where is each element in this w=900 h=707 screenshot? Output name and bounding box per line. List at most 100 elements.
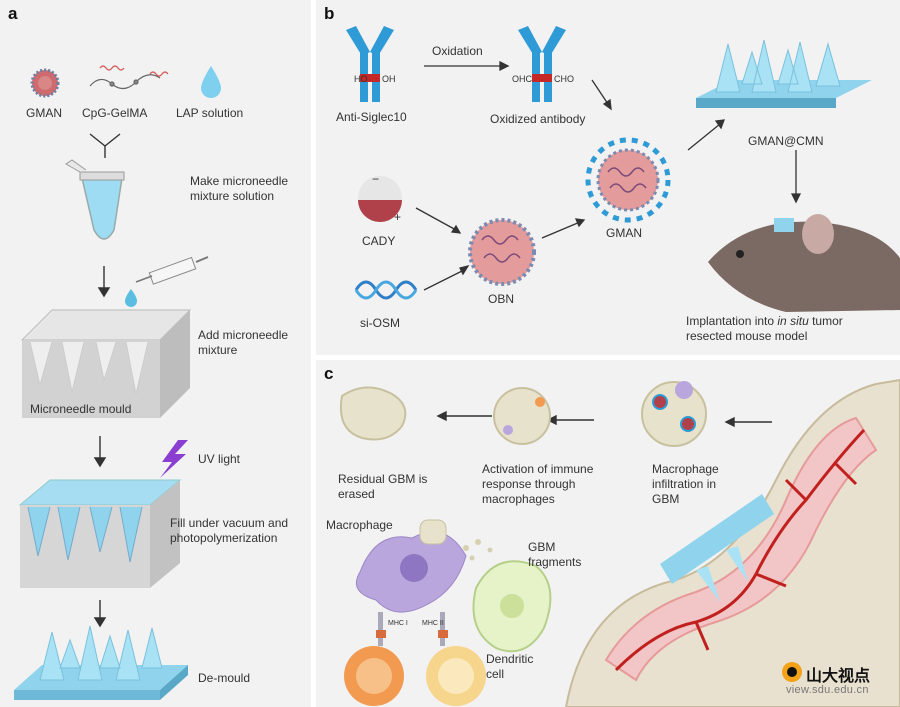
oxidized-antibody-label: Oxidized antibody xyxy=(490,112,586,126)
panel-c-graphics xyxy=(340,378,900,707)
implantation-line-2: resected mouse model xyxy=(686,329,808,343)
watermark-logo-icon xyxy=(782,662,802,682)
dendritic-cell-label: Dendritic cell xyxy=(486,652,533,682)
mhc-receptor-icon xyxy=(376,612,448,646)
t-cell-orange-icon xyxy=(344,646,404,706)
filled-mould-icon xyxy=(18,479,182,588)
arrow-icon xyxy=(541,218,586,239)
gbm-fragments-label: GBM fragments xyxy=(528,540,581,570)
tumor-region-icon xyxy=(604,416,878,682)
arrow-down-icon xyxy=(591,79,612,111)
arrow-left-icon xyxy=(436,410,772,428)
step-make-line-1: Make microneedle xyxy=(190,174,289,188)
cho-label: CHO xyxy=(554,74,574,84)
panel-b: b Oxidation HO OH OHC CHO Anti-Siglec10 … xyxy=(316,0,900,355)
macrophage-icon xyxy=(356,531,467,613)
residual-line-2: erased xyxy=(338,487,375,501)
si-osm-icon xyxy=(354,280,418,300)
microneedle-mould-label: Microneedle mould xyxy=(30,402,132,416)
arrow-down-icon xyxy=(93,600,107,628)
tumor-text: tumor xyxy=(808,314,843,328)
activation-label: Activation of immune response through ma… xyxy=(482,462,593,507)
activation-line-1: Activation of immune xyxy=(482,462,594,476)
plus-sign: + xyxy=(394,210,402,224)
cpg-gelma-icon xyxy=(89,65,169,90)
mhc2-label: MHC II xyxy=(422,620,444,627)
lap-solution-label: LAP solution xyxy=(176,106,244,120)
residual-line-1: Residual GBM is xyxy=(338,472,428,486)
arrow-down-icon xyxy=(97,266,111,298)
step-make-mixture-label: Make microneedle mixture solution xyxy=(190,174,288,204)
fragments-line-1: GBM xyxy=(528,540,556,554)
macrophage-label: Macrophage xyxy=(326,518,393,532)
infiltration-label: Macrophage infiltration in GBM xyxy=(652,462,719,507)
residual-gbm-icon xyxy=(340,386,407,441)
panel-c: c Residual GBM is erased Activation of i… xyxy=(316,360,900,707)
anti-siglec10-label: Anti-Siglec10 xyxy=(336,110,407,124)
gman-cmn-patch-icon xyxy=(696,39,872,108)
implantation-text: Implantation into xyxy=(686,314,778,328)
uv-light-icon xyxy=(160,440,188,478)
obn-particle-icon xyxy=(468,218,536,286)
panel-b-graphics xyxy=(346,26,900,312)
dendritic-line-1: Dendritic xyxy=(486,652,534,666)
infiltration-line-1: Macrophage xyxy=(652,462,719,476)
fragments-line-2: fragments xyxy=(528,555,582,569)
cpg-gelma-label: CpG-GelMA xyxy=(82,106,148,120)
panel-a-graphics xyxy=(14,65,221,700)
minus-sign: − xyxy=(372,172,380,186)
oxidation-label: Oxidation xyxy=(432,44,483,58)
oxidized-antibody-icon xyxy=(518,26,566,102)
ohc-label: OHC xyxy=(512,74,532,84)
fragment-dots-icon xyxy=(463,539,493,561)
step-add-line-2: mixture xyxy=(198,343,238,357)
si-osm-label: si-OSM xyxy=(360,316,400,330)
watermark-url: view.sdu.edu.cn xyxy=(786,684,869,696)
microneedle-mould-icon xyxy=(20,309,192,418)
gbm-fragment-icon xyxy=(419,519,447,545)
arrow-down-icon xyxy=(790,150,802,204)
t-cell-yellow-icon xyxy=(426,646,486,706)
uv-light-label: UV light xyxy=(198,452,241,466)
arrow-down-icon xyxy=(93,436,107,468)
arrow-icon xyxy=(415,207,470,291)
arrow-icon xyxy=(687,119,725,151)
oh-label: OH xyxy=(382,74,396,84)
infiltration-line-3: GBM xyxy=(652,492,680,506)
panel-c-label: c xyxy=(324,364,334,383)
arrow-right-icon xyxy=(424,60,510,72)
dendritic-line-2: cell xyxy=(486,667,505,681)
antibody-icon xyxy=(346,26,394,102)
activation-line-3: macrophages xyxy=(482,492,555,506)
blood-vessel-icon xyxy=(614,428,866,672)
watermark-text: 山大视点 xyxy=(806,668,871,685)
mhc1-label: MHC I xyxy=(388,620,408,627)
panel-b-label: b xyxy=(324,4,335,23)
ho-label: HO xyxy=(354,74,368,84)
microneedle-patch-icon xyxy=(14,625,188,700)
lap-drop-icon xyxy=(201,66,221,98)
gman-cmn-label: GMAN@CMN xyxy=(748,134,824,148)
step-fill-line-1: Fill under vacuum and xyxy=(170,516,289,530)
microtube-icon xyxy=(65,159,125,240)
gman-particle-icon xyxy=(30,68,60,98)
obn-label: OBN xyxy=(488,292,515,306)
step-fill-label: Fill under vacuum and photopolymerizatio… xyxy=(170,516,288,546)
cady-label: CADY xyxy=(362,234,396,248)
gman-particle-icon xyxy=(585,137,671,223)
dendritic-cell-icon xyxy=(472,560,552,653)
activation-line-2: response through xyxy=(482,477,576,491)
step-fill-line-2: photopolymerization xyxy=(170,531,278,545)
panel-a: a GMAN CpG-GelMA LAP solution Make micro… xyxy=(0,0,311,707)
syringe-icon xyxy=(135,256,209,285)
macrophage-infiltration-icon xyxy=(641,381,707,447)
in-situ-text: in situ xyxy=(777,314,809,328)
infiltration-line-2: infiltration in xyxy=(652,477,717,491)
de-mould-label: De-mould xyxy=(198,671,251,685)
gman-label: GMAN xyxy=(26,106,62,120)
panel-a-label: a xyxy=(8,4,18,23)
mouse-icon xyxy=(708,214,900,312)
step-make-line-2: mixture solution xyxy=(190,189,275,203)
drop-icon xyxy=(125,289,137,307)
implantation-label: Implantation into in situ tumor resected… xyxy=(686,314,843,344)
